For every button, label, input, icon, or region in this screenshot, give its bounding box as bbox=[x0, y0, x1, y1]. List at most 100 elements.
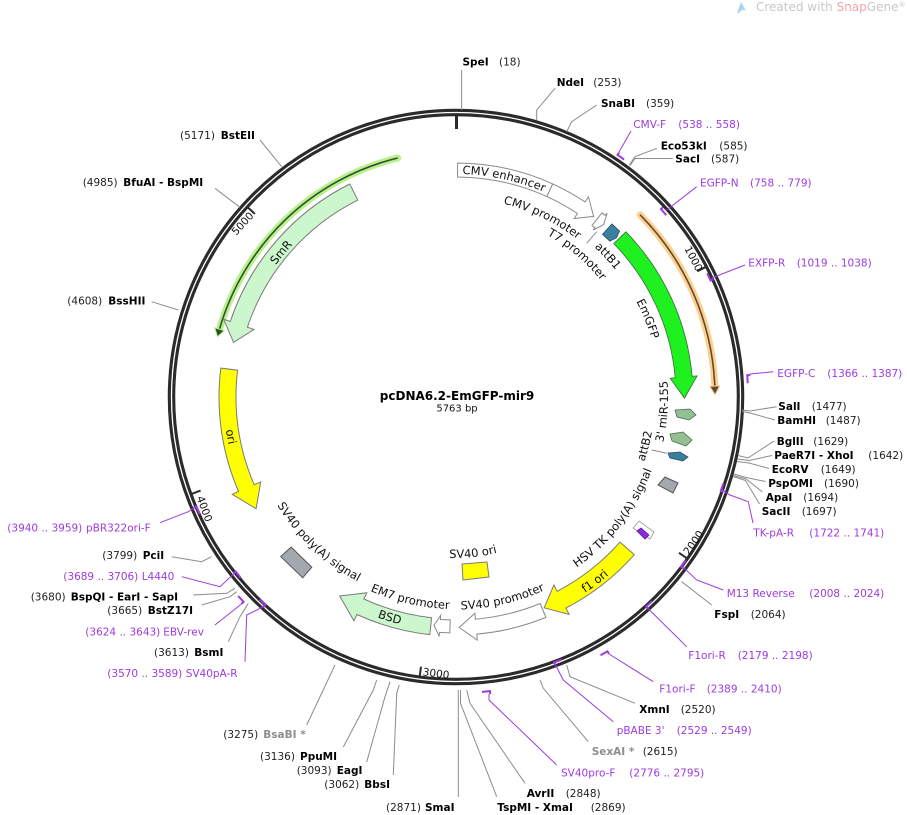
enzyme-name: NdeI bbox=[557, 77, 584, 89]
primer-name: CMV-F bbox=[633, 119, 666, 131]
primer-range: (3624 .. 3643) bbox=[85, 627, 160, 639]
primer-range: (2008 .. 2024) bbox=[809, 588, 884, 600]
primer-site: (3624 .. 3643)EBV-rev bbox=[85, 595, 246, 639]
svg-text:(3275)BsaBI *: (3275)BsaBI * bbox=[223, 729, 306, 741]
feature-ori: ori bbox=[218, 367, 262, 510]
primer-range: (3940 .. 3959) bbox=[7, 523, 82, 535]
svg-text:FspI(2064): FspI (2064) bbox=[714, 609, 785, 621]
svg-text:(3062)BbsI: (3062)BbsI bbox=[324, 779, 390, 791]
primer-range: (2776 .. 2795) bbox=[629, 768, 704, 780]
enzyme-name: BspQI - EarI - SapI bbox=[71, 592, 178, 604]
primer-name: F1ori-R bbox=[688, 650, 725, 662]
primer-range: (2179 .. 2198) bbox=[738, 650, 813, 662]
enzyme-name: PciI bbox=[143, 550, 164, 562]
primer-list: CMV-F(538 .. 558) EGFP-N(758 .. 779) EXF… bbox=[7, 119, 902, 780]
enzyme-site: (3799) PciI bbox=[102, 550, 212, 563]
svg-text:(3093)EagI: (3093)EagI bbox=[297, 765, 363, 777]
enzyme-site: (4985)BfuAI - BspMI bbox=[83, 177, 241, 208]
enzyme-site: ApaI(1694) bbox=[733, 475, 839, 504]
feature-3-mir-155: 3' miR-155 bbox=[652, 381, 697, 447]
svg-text:(3613)BsmI: (3613)BsmI bbox=[154, 647, 223, 659]
enzyme-site: SnaBI(359) bbox=[566, 98, 674, 132]
watermark-brand-gene: Gene bbox=[867, 0, 899, 14]
primer-range: (3570 .. 3589) bbox=[107, 668, 182, 680]
feature-label: SV40 ori bbox=[449, 542, 498, 561]
plasmid-backbone: 1000 2000 3000 4000 5000 bbox=[167, 108, 745, 686]
tick-5000 bbox=[247, 207, 256, 215]
svg-text:F1ori-F(2389 .. 2410): F1ori-F(2389 .. 2410) bbox=[659, 684, 781, 696]
enzyme-site: (4608)BssHII bbox=[67, 296, 179, 311]
enzyme-site: SalI(1477) bbox=[741, 401, 847, 413]
primer-site: (3689 .. 3706)L4440 bbox=[63, 570, 242, 588]
enzyme-site: (3275)BsaBI * bbox=[223, 664, 336, 741]
svg-text:EXFP-R(1019 .. 1038): EXFP-R (1019 .. 1038) bbox=[748, 258, 871, 270]
enzyme-name: PaeR7I - XhoI bbox=[774, 450, 853, 462]
enzyme-name: BstZ17I bbox=[148, 605, 193, 617]
enzyme-position: (3799) bbox=[102, 550, 137, 562]
enzyme-position: (1694) bbox=[803, 492, 838, 504]
primer-mark-icon bbox=[659, 206, 668, 216]
enzyme-name: SpeI bbox=[463, 57, 489, 69]
enzyme-site: Eco53kI(585) bbox=[628, 141, 748, 166]
enzyme-site: SacI(587) bbox=[629, 154, 739, 166]
watermark-brand-snap: Snap bbox=[837, 0, 867, 14]
enzyme-site: (3613)BsmI bbox=[154, 603, 249, 659]
primer-mark-icon bbox=[616, 151, 625, 161]
enzyme-name: BamHI bbox=[777, 415, 816, 427]
tick-4000 bbox=[191, 489, 201, 495]
primer-name: EBV-rev bbox=[163, 627, 204, 639]
enzyme-name: FspI bbox=[714, 609, 739, 621]
tick-3000 bbox=[418, 666, 422, 676]
primer-mark-icon bbox=[600, 649, 610, 657]
primer-range: (1019 .. 1038) bbox=[797, 258, 872, 270]
enzyme-name: Eco53kI bbox=[661, 141, 707, 153]
feature-label: SV40 poly(A) signal bbox=[275, 499, 364, 584]
emgfp-orf-highlight bbox=[636, 211, 721, 396]
svg-text:AvrII(2848): AvrII(2848) bbox=[527, 788, 601, 800]
svg-text:ApaI(1694): ApaI(1694) bbox=[766, 492, 839, 504]
primer-site: SV40pro-F(2776 .. 2795) bbox=[481, 690, 704, 780]
primer-site: CMV-F (538 .. 558) bbox=[616, 119, 740, 161]
feature-f1-ori: f1 ori bbox=[543, 541, 636, 616]
primer-name: L4440 bbox=[142, 571, 175, 583]
primer-name: EXFP-R bbox=[748, 258, 785, 270]
svg-text:CMV-F(538 .. 558): CMV-F (538 .. 558) bbox=[633, 119, 740, 131]
primer-range: (1366 .. 1387) bbox=[827, 368, 902, 380]
tick-1000 bbox=[696, 266, 706, 273]
primer-range: (538 .. 558) bbox=[678, 119, 740, 131]
enzyme-position: (2064) bbox=[751, 609, 786, 621]
primer-range: (1722 .. 1741) bbox=[809, 528, 884, 540]
primer-mark-icon bbox=[237, 595, 246, 605]
primer-mark-icon bbox=[193, 505, 201, 515]
enzyme-position: (3613) bbox=[154, 647, 189, 659]
smr-orf-highlight bbox=[213, 154, 402, 338]
enzyme-site: EcoRV(1649) bbox=[736, 461, 856, 476]
svg-text:Eco53kI(585): Eco53kI(585) bbox=[661, 141, 748, 153]
enzyme-name: SnaBI bbox=[601, 98, 635, 110]
svg-text:SpeI(18): SpeI(18) bbox=[463, 57, 521, 69]
feature-label: 3' miR-155 bbox=[652, 381, 671, 444]
primer-site: F1ori-R (2179 .. 2198) bbox=[644, 600, 813, 662]
primer-name: pBR322ori-F bbox=[86, 523, 151, 535]
enzyme-position: (1642) bbox=[868, 450, 903, 462]
enzyme-site: SacII(1697) bbox=[732, 476, 837, 518]
svg-text:(3689 .. 3706)L4440: (3689 .. 3706)L4440 bbox=[63, 571, 174, 583]
watermark-registered-mark: ® bbox=[898, 1, 905, 9]
enzyme-name: TspMI - XmaI bbox=[497, 802, 573, 814]
primer-site: EGFP-C (1366 .. 1387) bbox=[746, 368, 902, 384]
primer-name: EGFP-C bbox=[777, 368, 815, 380]
enzyme-position: (253) bbox=[593, 77, 621, 89]
svg-text:(3624 .. 3643)EBV-rev: (3624 .. 3643)EBV-rev bbox=[85, 627, 204, 639]
plasmid-name: pcDNA6.2-EmGFP-mir9 bbox=[380, 389, 534, 403]
svg-text:SacII(1697): SacII(1697) bbox=[762, 506, 837, 518]
feature-bsd: BSD bbox=[338, 592, 433, 636]
primer-mark-icon bbox=[259, 598, 267, 608]
enzyme-site: (3062)BbsI bbox=[324, 684, 400, 791]
primer-mark-icon bbox=[232, 570, 242, 579]
primer-mark-icon bbox=[679, 559, 687, 570]
primer-range: (758 .. 779) bbox=[750, 178, 812, 190]
svg-text:M13 Reverse(2008 .. 2024): M13 Reverse(2008 .. 2024) bbox=[727, 588, 885, 600]
enzyme-name: XmnI bbox=[639, 704, 669, 716]
enzyme-name: EagI bbox=[337, 765, 363, 777]
